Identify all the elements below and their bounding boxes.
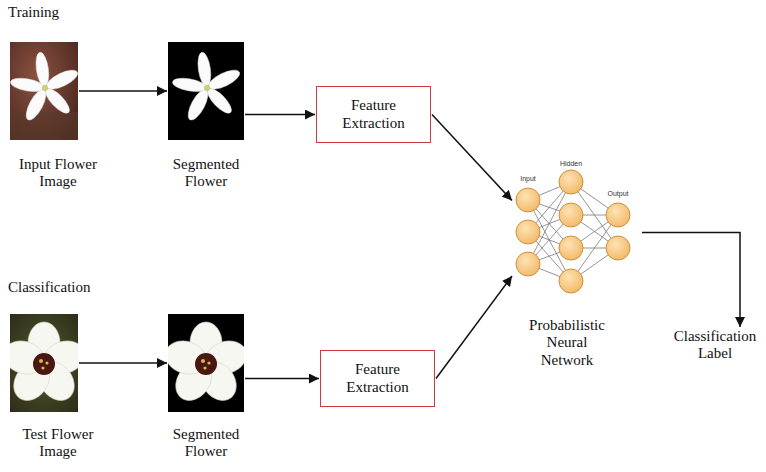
- layer-label: Input: [513, 175, 543, 183]
- output-label-node: Classification Label: [670, 328, 760, 363]
- caption: Segmented Flower: [160, 156, 252, 191]
- arrow-connector: [432, 115, 512, 201]
- caption: Classification Label: [670, 328, 760, 363]
- arrow-connector: [245, 114, 315, 116]
- image-node: Segmented Flower: [160, 42, 252, 191]
- caption: Probabilistic Neural Network: [521, 317, 613, 369]
- flower-photo: [10, 42, 78, 140]
- image-area: [10, 42, 78, 140]
- box-label: Feature Extraction: [323, 97, 424, 132]
- image-area: [168, 42, 244, 140]
- process-box: Feature Extraction: [320, 350, 435, 407]
- arrow-connector: [245, 378, 319, 380]
- caption: Segmented Flower: [160, 426, 252, 461]
- image-node: Segmented Flower: [160, 314, 252, 461]
- arrow-connector: [436, 276, 512, 379]
- layer-label: Output: [603, 190, 633, 198]
- flower-photo: [10, 314, 78, 412]
- arrow-connector: [642, 233, 740, 328]
- segmented-flower-image: [168, 42, 244, 140]
- section-label: Classification: [8, 279, 91, 296]
- layer-label: Hidden: [556, 160, 586, 168]
- image-area: [10, 314, 78, 412]
- image-node: Input Flower Image: [5, 42, 111, 191]
- image-area: [168, 314, 244, 412]
- image-node: Test Flower Image: [5, 314, 111, 461]
- arrow-connector: [79, 362, 167, 364]
- segmented-flower-image: [168, 314, 244, 412]
- caption: Test Flower Image: [5, 426, 111, 461]
- arrow-connector: [79, 90, 167, 92]
- process-box: Feature Extraction: [316, 86, 431, 143]
- box-label: Feature Extraction: [327, 361, 428, 396]
- caption: Input Flower Image: [5, 156, 111, 191]
- section-label: Training: [8, 4, 59, 21]
